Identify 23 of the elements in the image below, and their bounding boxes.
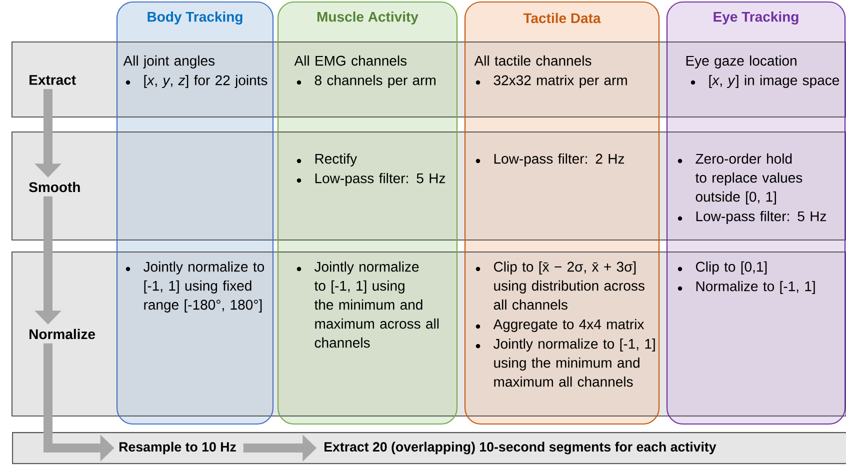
cell-text: All tactile channels	[474, 55, 592, 66]
bullet-item: Rectify	[296, 153, 358, 166]
bullet-item: Jointly normalize to [-1, 1] using the minimum and maximum across all channels	[296, 261, 439, 348]
bullet-item: Jointly normalize to [-1, 1] using the minimum and maximum all channels	[476, 338, 655, 387]
step-bar	[12, 432, 846, 464]
cell-text: All EMG channels	[294, 55, 407, 66]
bullet-item: Zero-order hold to replace values outside [0, 1]	[678, 153, 802, 204]
cell-text: All joint angles	[123, 55, 215, 68]
bullet-item: Normalize to [-1, 1]	[678, 280, 815, 294]
bullet-item: [x, y] in image space	[690, 74, 840, 88]
bullet-item: Low-pass filter: 5 Hz	[296, 172, 446, 186]
cell-text: Eye gaze location	[686, 55, 796, 68]
bullet-item: Clip to [x̄ − 2σ, x̄ + 3σ] using distribution across all channels	[476, 261, 644, 310]
step-text: Resample to 10 Hz	[120, 442, 236, 454]
bullet-item: 32x32 matrix per arm	[476, 74, 627, 88]
step-text: Extract 20 (overlapping) 10-second segments for each activity	[324, 442, 716, 454]
bullet-item: Aggregate to 4x4 matrix	[476, 318, 644, 332]
bullet-item: 8 channels per arm	[296, 74, 436, 88]
bullet-item: [x, y, z] for 22 joints	[126, 74, 268, 88]
bullet-item: Low-pass filter: 5 Hz	[678, 210, 826, 224]
bullet-item: Low-pass filter: 2 Hz	[476, 153, 624, 166]
bullet-item: Clip to [0,1]	[678, 261, 767, 274]
bullet-item: Jointly normalize to [-1, 1] using fixed range [-180°, 180°]	[126, 261, 264, 312]
